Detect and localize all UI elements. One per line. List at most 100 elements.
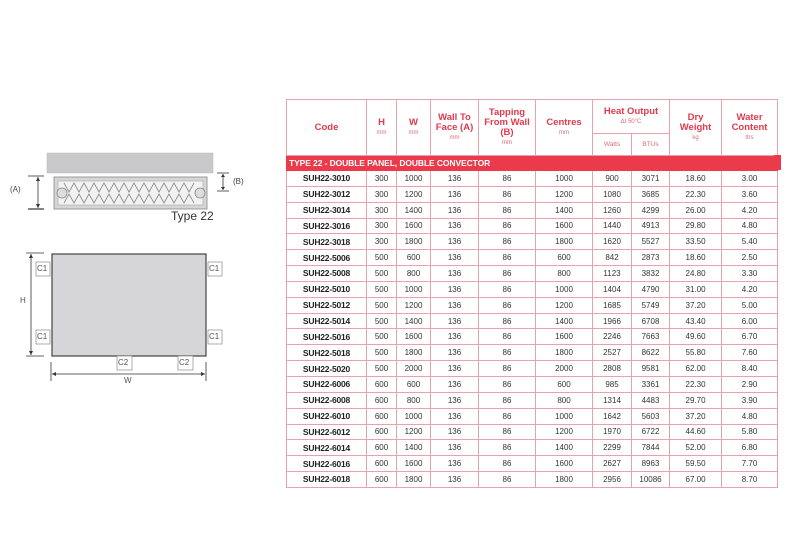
cell-width: 600 bbox=[396, 249, 431, 267]
cell-wall-to-face: 136 bbox=[430, 360, 479, 377]
cell-water-content: 4.20 bbox=[721, 201, 779, 219]
cell-height: 500 bbox=[366, 344, 397, 362]
cell-watts: 900 bbox=[592, 170, 632, 187]
cell-width: 1600 bbox=[396, 455, 431, 473]
cell-tapping: 86 bbox=[478, 217, 536, 235]
cell-centres: 1200 bbox=[535, 296, 593, 314]
cell-width: 800 bbox=[396, 391, 431, 409]
cell-dry-weight: 37.20 bbox=[669, 407, 723, 425]
cell-height: 600 bbox=[366, 439, 397, 457]
cell-water-content: 4.80 bbox=[721, 217, 779, 235]
cell-watts: 2246 bbox=[592, 328, 632, 346]
cell-watts: 1314 bbox=[592, 391, 632, 409]
cell-centres: 600 bbox=[535, 375, 593, 393]
cell-code: SUH22-3010 bbox=[286, 170, 367, 187]
cell-wall-to-face: 136 bbox=[430, 265, 479, 282]
c1-label-top-right: C1 bbox=[209, 264, 220, 273]
cell-tapping: 86 bbox=[478, 360, 536, 377]
cell-centres: 800 bbox=[535, 391, 593, 409]
cell-tapping: 86 bbox=[478, 233, 536, 251]
cell-water-content: 4.20 bbox=[721, 280, 779, 298]
cell-code: SUH22-3018 bbox=[286, 233, 367, 251]
cell-wall-to-face: 136 bbox=[430, 233, 479, 251]
cell-water-content: 7.70 bbox=[721, 455, 779, 473]
cell-btus: 8622 bbox=[630, 344, 671, 362]
cell-height: 600 bbox=[366, 407, 397, 425]
cell-dry-weight: 62.00 bbox=[669, 360, 723, 377]
cell-wall-to-face: 136 bbox=[430, 439, 479, 457]
cell-code: SUH22-6018 bbox=[286, 471, 367, 488]
header-code: Code bbox=[286, 99, 367, 156]
cell-tapping: 86 bbox=[478, 407, 536, 425]
cell-watts: 1685 bbox=[592, 296, 632, 314]
cell-dry-weight: 18.60 bbox=[669, 170, 723, 187]
cell-height: 300 bbox=[366, 170, 397, 187]
cell-width: 1600 bbox=[396, 217, 431, 235]
cell-btus: 3832 bbox=[630, 265, 671, 282]
cell-dry-weight: 49.60 bbox=[669, 328, 723, 346]
front-view-diagram: C1 C1 C1 C1 C2 C2 H W bbox=[18, 250, 233, 390]
cell-height: 500 bbox=[366, 296, 397, 314]
cell-water-content: 5.00 bbox=[721, 296, 779, 314]
cell-code: SUH22-5006 bbox=[286, 249, 367, 267]
cell-centres: 1400 bbox=[535, 439, 593, 457]
cell-btus: 8963 bbox=[630, 455, 671, 473]
cell-wall-to-face: 136 bbox=[430, 328, 479, 346]
cell-watts: 2299 bbox=[592, 439, 632, 457]
cell-btus: 2873 bbox=[630, 249, 671, 267]
cell-centres: 1000 bbox=[535, 170, 593, 187]
cell-watts: 1404 bbox=[592, 280, 632, 298]
cell-width: 1800 bbox=[396, 344, 431, 362]
cell-tapping: 86 bbox=[478, 312, 536, 330]
cell-width: 1000 bbox=[396, 407, 431, 425]
cell-watts: 1080 bbox=[592, 185, 632, 203]
cell-btus: 5603 bbox=[630, 407, 671, 425]
cell-height: 600 bbox=[366, 471, 397, 488]
cell-wall-to-face: 136 bbox=[430, 312, 479, 330]
radiator-cross-section-icon bbox=[28, 152, 229, 210]
cell-tapping: 86 bbox=[478, 423, 536, 441]
cell-width: 1200 bbox=[396, 185, 431, 203]
cell-code: SUH22-5018 bbox=[286, 344, 367, 362]
cell-code: SUH22-5016 bbox=[286, 328, 367, 346]
cell-width: 1200 bbox=[396, 423, 431, 441]
cell-watts: 1642 bbox=[592, 407, 632, 425]
cell-height: 600 bbox=[366, 423, 397, 441]
cell-btus: 10086 bbox=[630, 471, 671, 488]
cell-watts: 2627 bbox=[592, 455, 632, 473]
cell-dry-weight: 44.60 bbox=[669, 423, 723, 441]
cell-watts: 2808 bbox=[592, 360, 632, 377]
cell-centres: 2000 bbox=[535, 360, 593, 377]
cell-width: 1200 bbox=[396, 296, 431, 314]
cell-wall-to-face: 136 bbox=[430, 201, 479, 219]
cell-water-content: 3.30 bbox=[721, 265, 779, 282]
cell-watts: 2527 bbox=[592, 344, 632, 362]
cell-code: SUH22-6014 bbox=[286, 439, 367, 457]
cell-water-content: 6.00 bbox=[721, 312, 779, 330]
header-tapping-from-wall: Tapping From Wall (B)mm bbox=[478, 99, 536, 156]
cell-centres: 800 bbox=[535, 265, 593, 282]
cell-btus: 3071 bbox=[630, 170, 671, 187]
cell-width: 1600 bbox=[396, 328, 431, 346]
cell-width: 1000 bbox=[396, 280, 431, 298]
cell-centres: 1200 bbox=[535, 185, 593, 203]
cell-tapping: 86 bbox=[478, 249, 536, 267]
cell-dry-weight: 29.80 bbox=[669, 217, 723, 235]
cell-width: 1400 bbox=[396, 439, 431, 457]
cell-btus: 7663 bbox=[630, 328, 671, 346]
cell-tapping: 86 bbox=[478, 265, 536, 282]
cell-height: 500 bbox=[366, 265, 397, 282]
cell-dry-weight: 37.20 bbox=[669, 296, 723, 314]
cell-tapping: 86 bbox=[478, 455, 536, 473]
dimension-b-label: (B) bbox=[233, 177, 244, 186]
